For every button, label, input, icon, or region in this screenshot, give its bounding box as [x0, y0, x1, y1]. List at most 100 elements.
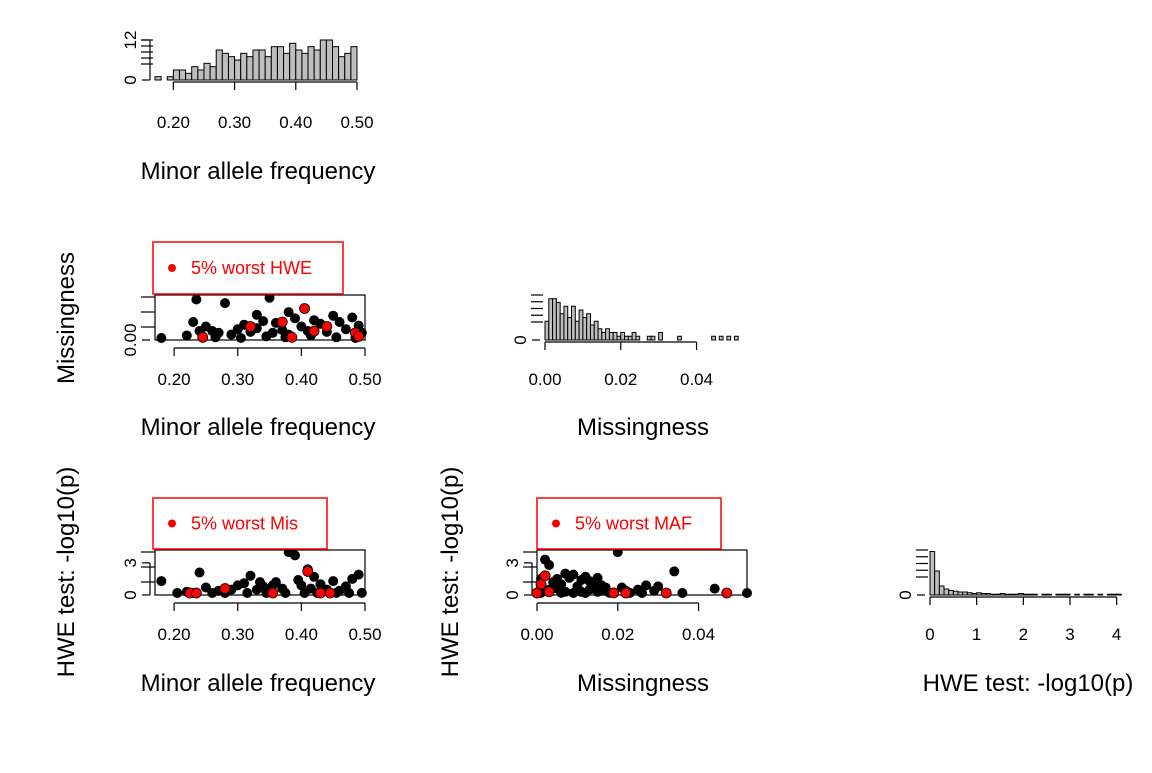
data-point	[235, 333, 246, 343]
histogram-bar	[586, 313, 591, 341]
histogram-bar	[555, 302, 561, 341]
legend-box	[536, 497, 722, 550]
data-point	[328, 310, 339, 321]
histogram-bar	[1097, 593, 1104, 596]
histogram-bar	[185, 72, 193, 81]
data-point	[283, 307, 294, 318]
x-tick-label: 0.50	[340, 113, 373, 132]
data-point	[328, 576, 339, 587]
x-tick-label: 4	[1112, 625, 1121, 644]
data-point	[356, 587, 367, 598]
highlight-point	[197, 331, 209, 343]
histogram-bar	[990, 593, 996, 596]
data-point	[264, 292, 275, 303]
histogram-bar	[980, 593, 987, 596]
highlight-point	[190, 587, 202, 599]
histogram-bar	[646, 335, 652, 341]
y-axis-label: HWE test: -log10(p)	[437, 467, 464, 678]
legend-marker	[168, 519, 176, 528]
y-tick-label: 0	[121, 75, 140, 84]
histogram-bar	[582, 317, 588, 341]
legend-label: 5% worst MAF	[575, 514, 692, 534]
legend-marker	[552, 519, 560, 528]
x-tick-label: 1	[972, 625, 981, 644]
histogram-bar	[344, 52, 352, 81]
highlight-point	[660, 587, 672, 599]
legend-label: 5% worst Mis	[191, 514, 298, 534]
data-point	[347, 312, 358, 323]
legend-label: 5% worst HWE	[191, 258, 312, 278]
histogram-bar	[952, 590, 959, 596]
histogram-bar	[276, 46, 285, 81]
histogram-bar	[597, 328, 603, 341]
plot-box	[154, 294, 366, 341]
highlight-point	[315, 587, 326, 599]
data-point	[280, 588, 291, 598]
histogram-bar	[191, 66, 199, 81]
y-tick-label: 0	[511, 335, 530, 344]
legend-box	[152, 241, 344, 295]
histogram-bar	[578, 309, 584, 341]
histogram-bar	[178, 69, 187, 81]
x-tick-label: 0.04	[682, 625, 715, 644]
histogram-bar	[221, 52, 229, 81]
histogram-bar	[593, 320, 599, 341]
histogram-bar	[307, 46, 315, 81]
histogram-bar	[338, 56, 346, 81]
histogram-bar	[976, 592, 982, 596]
highlight-point	[353, 330, 365, 342]
x-axis-label: Minor allele frequency	[141, 414, 376, 441]
x-tick-label: 2	[1019, 625, 1028, 644]
histogram-bar	[571, 305, 576, 341]
data-point	[296, 580, 307, 591]
histogram-bar	[718, 335, 724, 341]
histogram-bar	[264, 56, 272, 81]
histogram-bar	[1013, 593, 1020, 596]
histogram-bar	[1008, 593, 1015, 596]
histogram-bar	[677, 335, 682, 341]
data-point	[677, 588, 688, 598]
y-axis-label: HWE test: -log10(p)	[53, 467, 80, 678]
histogram-bar	[1055, 593, 1062, 596]
data-point	[334, 317, 345, 327]
data-point	[188, 317, 199, 327]
data-point	[560, 568, 571, 579]
highlight-point	[299, 303, 310, 314]
x-axis-label: Minor allele frequency	[141, 670, 376, 697]
x-tick-label: 0.00	[528, 370, 561, 389]
x-tick-label: 0.40	[285, 370, 318, 389]
highlight-point	[721, 587, 733, 599]
y-tick-label: 0.00	[121, 323, 140, 356]
histogram-bar	[1041, 593, 1048, 596]
x-axis-label: Minor allele frequency	[141, 158, 376, 185]
data-point	[191, 294, 202, 305]
x-tick-label: 0.02	[604, 370, 637, 389]
highlight-point	[531, 587, 543, 599]
data-point	[653, 581, 664, 592]
data-point	[568, 588, 579, 598]
x-tick-label: 0.50	[348, 370, 381, 389]
highlight-point	[302, 566, 314, 577]
histogram-bar	[624, 335, 629, 341]
data-point	[568, 569, 579, 580]
histogram-bar	[726, 335, 732, 341]
histogram-bar	[962, 591, 968, 596]
data-point	[596, 585, 607, 596]
data-point	[305, 583, 316, 594]
y-tick-label: 0	[503, 590, 522, 599]
highlight-point	[321, 321, 333, 332]
histogram-bar	[548, 298, 554, 341]
histogram-bar	[252, 49, 260, 81]
data-point	[709, 583, 720, 594]
y-tick-label: 3	[503, 558, 522, 567]
histogram-bar	[938, 585, 945, 596]
histogram-bar	[240, 52, 248, 81]
data-point	[239, 578, 250, 589]
histogram-bar	[711, 335, 716, 341]
histogram-bar	[313, 49, 321, 81]
histogram-bar	[943, 588, 950, 596]
y-tick-label: 0	[121, 590, 140, 599]
histogram-bar	[733, 335, 739, 341]
data-point	[156, 333, 167, 343]
